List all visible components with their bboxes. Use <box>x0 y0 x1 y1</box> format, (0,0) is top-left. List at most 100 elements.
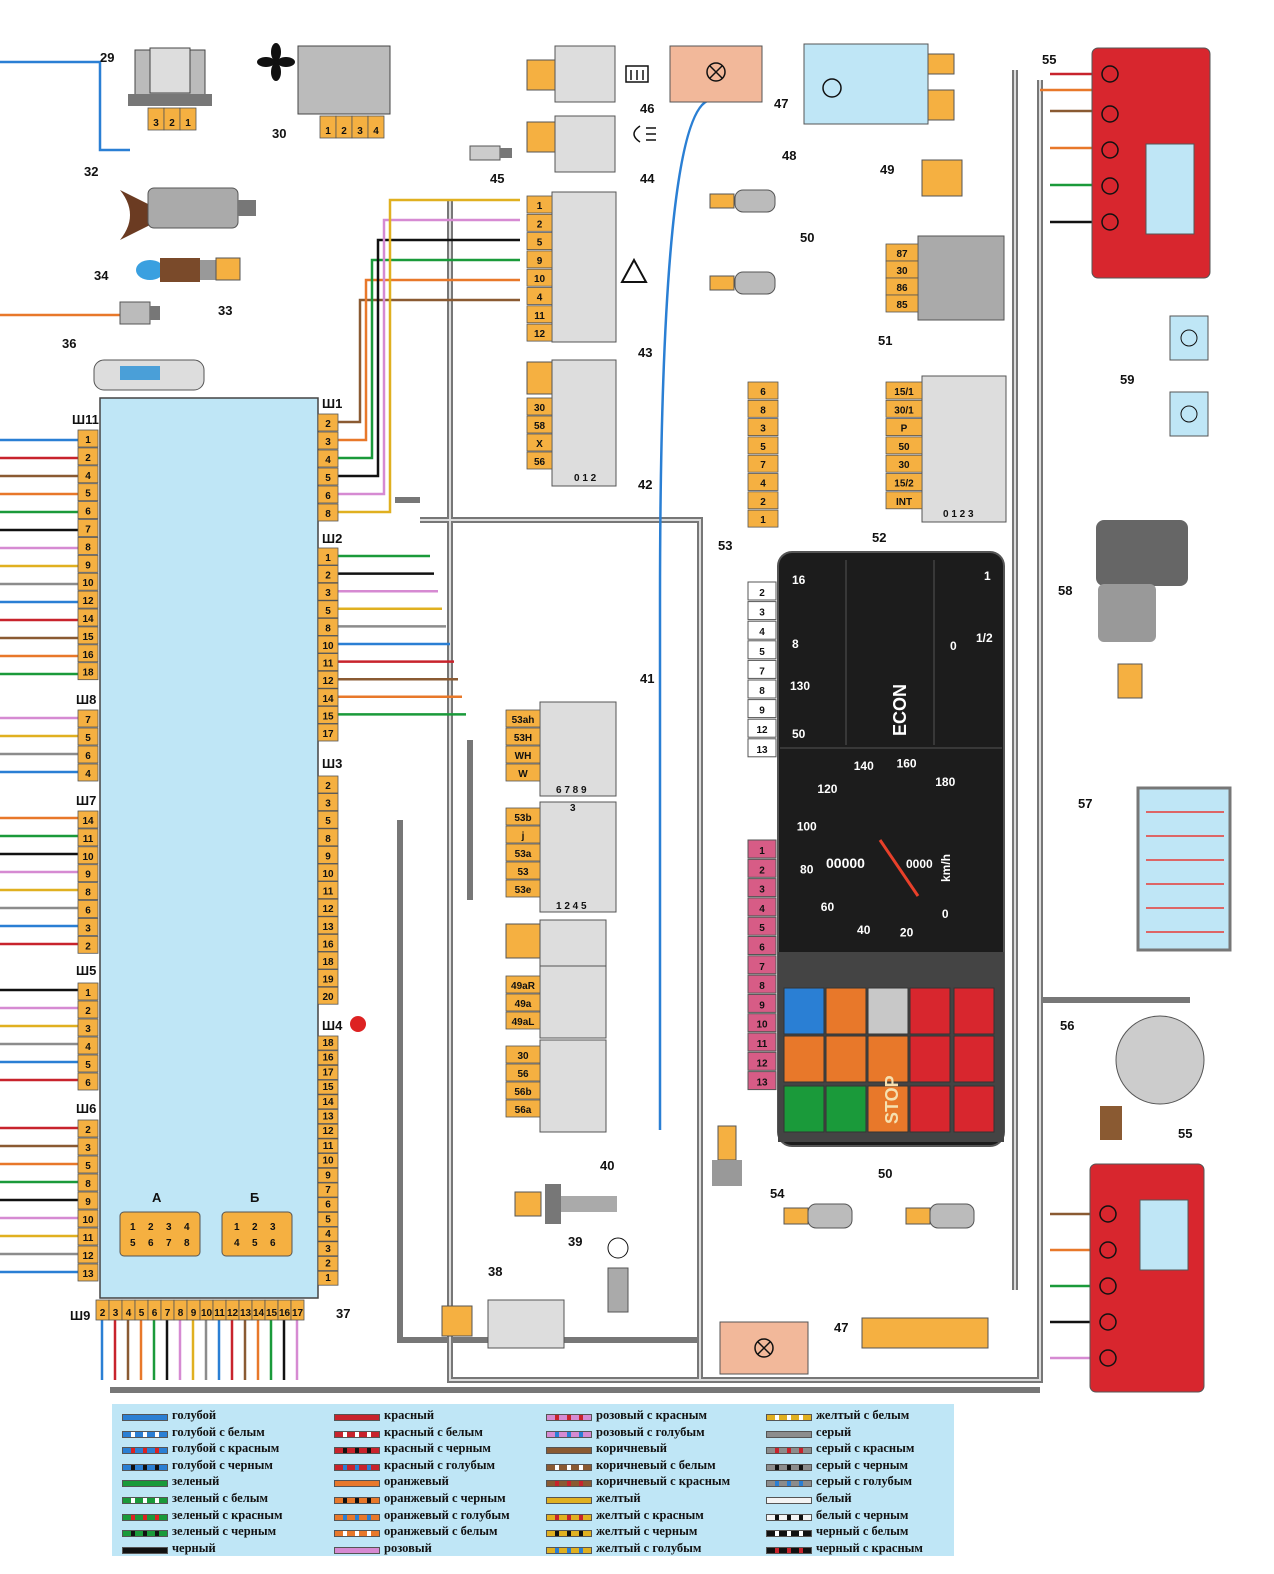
pin-sh5-0: 1 <box>77 982 99 1001</box>
pin-sh9-4-label: 6 <box>152 1308 158 1319</box>
legend-label: красный с белым <box>384 1424 483 1439</box>
cluster-top-pin-label-1: 3 <box>759 608 765 619</box>
legend-label: желтый <box>596 1490 641 1505</box>
pin-sh6-5: 10 <box>77 1209 99 1228</box>
legend-swatch <box>546 1430 592 1438</box>
pin-sh8-2-label: 6 <box>85 751 91 762</box>
pin-sh7-4: 8 <box>77 882 99 900</box>
component-50-top <box>709 189 776 295</box>
legend-label: голубой <box>172 1408 217 1422</box>
pins-41: 53ah53HWHW53bj53a5353e49aR49a49aL305656b… <box>505 709 541 1118</box>
cluster-top-pin-0: 2 <box>747 581 777 601</box>
pin-sh9-11: 13 <box>238 1299 253 1321</box>
top-41b: 3 <box>570 803 576 814</box>
pin-sh2-2-label: 3 <box>325 588 331 599</box>
pin-sh9-10-label: 12 <box>227 1308 239 1319</box>
pin-sh4-13: 4 <box>317 1226 339 1242</box>
stop-label: STOP <box>882 1075 902 1124</box>
a-pin-0: 1 <box>130 1222 136 1233</box>
pin-sh11-7-label: 9 <box>85 560 91 571</box>
legend-swatch <box>334 1447 380 1455</box>
pin-51-0-label: 87 <box>896 249 908 260</box>
pin-sh11-5-label: 7 <box>85 525 91 536</box>
pin-sh9-3: 5 <box>134 1299 149 1321</box>
label-32: 32 <box>84 164 98 179</box>
pin-sh11-0: 1 <box>77 429 99 448</box>
pin-41c-0-label: 49aR <box>511 981 536 992</box>
pin-sh9-13: 15 <box>264 1299 279 1321</box>
pin-sh5-5: 6 <box>77 1072 99 1091</box>
pin-sh9-7: 9 <box>186 1299 201 1321</box>
legend-label: черный <box>172 1540 216 1555</box>
cluster-bottom-pin-label-5: 6 <box>759 943 765 954</box>
pin-sh1-3-label: 5 <box>325 473 331 484</box>
pin-41c-1-label: 49a <box>515 999 532 1010</box>
pin-sh3-3-label: 8 <box>325 834 331 845</box>
legend-label: серый с голубым <box>816 1474 913 1489</box>
pin-sh9-3-label: 5 <box>139 1308 145 1319</box>
cluster-bottom-pin-4: 5 <box>747 916 777 936</box>
pin-51-2: 86 <box>885 277 919 296</box>
legend-swatch <box>766 1546 812 1554</box>
label-30: 30 <box>272 126 286 141</box>
pin-sh9-12-label: 14 <box>253 1308 265 1319</box>
a-pin-2: 3 <box>166 1222 172 1233</box>
speed-unit: km/h <box>939 854 953 882</box>
component-45 <box>469 145 512 161</box>
pin-43-5: 4 <box>526 287 553 305</box>
legend-label: серый с черным <box>816 1457 908 1472</box>
pin-sh4-6: 12 <box>317 1123 339 1139</box>
pin-29-0: 3 <box>147 107 165 131</box>
pin-sh4-0-label: 18 <box>322 1038 334 1049</box>
a-pin-3: 4 <box>184 1222 190 1233</box>
pin-sh4-10: 7 <box>317 1182 339 1198</box>
pin-sh4-3-label: 15 <box>322 1082 334 1093</box>
legend-label: серый <box>816 1424 852 1439</box>
pin-sh6-1: 3 <box>77 1137 99 1156</box>
pin-41a-3-label: W <box>518 769 528 780</box>
label-sh4: Ш4 <box>322 1018 343 1033</box>
pin-sh7-5-label: 6 <box>85 906 91 917</box>
pin-30-3-label: 4 <box>373 126 379 137</box>
pin-sh1-2: 4 <box>317 449 339 468</box>
cluster-top-pin-label-6: 9 <box>759 706 765 717</box>
cluster-bottom-pin-5: 6 <box>747 936 777 955</box>
component-42 <box>551 359 617 487</box>
label-sh5: Ш5 <box>76 963 96 978</box>
pin-sh3-10: 18 <box>317 951 339 970</box>
pin-sh6-5-label: 10 <box>82 1215 94 1226</box>
cluster-bottom-pin-6: 7 <box>747 955 777 975</box>
cluster-bottom-pin-label-11: 12 <box>756 1058 768 1069</box>
component-51 <box>917 235 1005 321</box>
pin-sh3-6: 11 <box>317 881 339 899</box>
pin-sh6-8-label: 13 <box>82 1269 94 1280</box>
label-47-top: 47 <box>774 96 788 111</box>
pin-sh6-0: 2 <box>77 1119 99 1138</box>
pin-sh11-9-label: 12 <box>82 596 94 607</box>
fuel-scale-full: 1 <box>984 569 991 583</box>
label-33: 33 <box>218 303 232 318</box>
legend-swatch <box>122 1463 168 1471</box>
pin-41a-0: 53ah <box>505 709 541 728</box>
pin-52l-4-label: 7 <box>760 460 766 471</box>
pin-sh11-8-label: 10 <box>82 578 94 589</box>
pin-52l-3-label: 5 <box>760 442 766 453</box>
pin-sh2-10: 17 <box>317 723 339 742</box>
pin-sh4-11-label: 6 <box>325 1200 331 1211</box>
connector-44 <box>526 121 556 153</box>
warning-tile-4 <box>953 987 995 1035</box>
pin-42-3-label: 56 <box>534 457 546 468</box>
fuel-scale-half: 1/2 <box>976 631 993 645</box>
legend-swatch <box>122 1430 168 1438</box>
pin-sh9-10: 12 <box>225 1299 240 1321</box>
legend-swatch <box>334 1480 380 1488</box>
pin-42-0: 30 <box>526 397 553 416</box>
pin-sh4-15: 2 <box>317 1256 339 1271</box>
pin-sh1-5: 8 <box>317 503 339 522</box>
pin-sh4-5: 13 <box>317 1109 339 1124</box>
warning-tile-13 <box>909 1085 951 1133</box>
pin-sh2-7-label: 12 <box>322 676 334 687</box>
legend-swatch <box>766 1496 812 1504</box>
legend-label: белый <box>816 1490 852 1505</box>
